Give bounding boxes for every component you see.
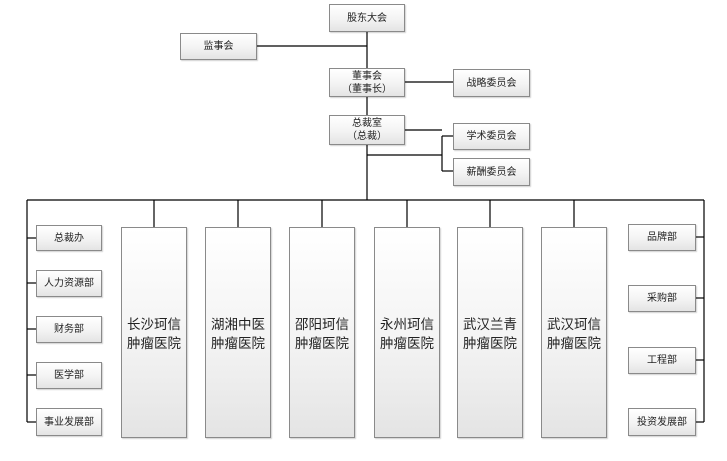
right-dept-label: 投资发展部 <box>637 416 687 428</box>
right-dept-node: 工程部 <box>628 347 696 374</box>
hospital-name: 湖湘中医 <box>211 317 265 333</box>
hospital-node: 湖湘中医 肿瘤医院 <box>205 227 271 438</box>
left-dept-node: 事业发展部 <box>36 408 102 436</box>
hospital-node: 邵阳珂信 肿瘤医院 <box>289 227 355 438</box>
hospital-node: 永州珂信 肿瘤医院 <box>374 227 440 438</box>
president-sublabel: （总裁） <box>347 131 387 142</box>
academic-committee-label: 学术委员会 <box>466 131 517 142</box>
hospital-name: 长沙珂信 <box>127 317 181 333</box>
left-dept-node: 财务部 <box>36 316 102 343</box>
hospital-type: 肿瘤医院 <box>295 336 349 352</box>
hospital-node: 武汉兰青 肿瘤医院 <box>457 227 523 438</box>
right-dept-node: 品牌部 <box>628 224 696 251</box>
hospital-type: 肿瘤医院 <box>547 336 601 352</box>
left-dept-node: 总裁办 <box>36 225 102 251</box>
hospital-type: 肿瘤医院 <box>463 336 517 352</box>
shareholders-label: 股东大会 <box>347 12 387 24</box>
supervisors-label: 监事会 <box>203 41 234 52</box>
president-label: 总裁室 <box>352 118 382 129</box>
compensation-committee-label: 薪酬委员会 <box>466 166 517 178</box>
right-dept-label: 品牌部 <box>647 232 677 243</box>
left-dept-node: 医学部 <box>36 362 102 389</box>
supervisors-node: 监事会 <box>180 33 257 60</box>
hospital-type: 肿瘤医院 <box>211 336 265 352</box>
hospital-name: 武汉兰青 <box>463 317 517 333</box>
strategy-committee-label: 战略委员会 <box>466 77 517 89</box>
left-dept-node: 人力资源部 <box>36 270 102 297</box>
hospital-node: 武汉珂信 肿瘤医院 <box>541 227 607 438</box>
left-dept-label: 医学部 <box>54 370 84 381</box>
board-node: 董事会 （董事长） <box>329 68 405 97</box>
hospital-type: 肿瘤医院 <box>380 336 434 352</box>
right-dept-node: 采购部 <box>628 285 696 312</box>
hospital-name: 武汉珂信 <box>547 317 601 333</box>
hospital-type: 肿瘤医院 <box>127 336 181 352</box>
right-dept-node: 投资发展部 <box>628 408 696 436</box>
hospital-name: 永州珂信 <box>380 317 434 333</box>
board-label: 董事会 <box>352 70 382 82</box>
academic-committee-node: 学术委员会 <box>453 123 530 150</box>
compensation-committee-node: 薪酬委员会 <box>453 158 530 186</box>
left-dept-label: 事业发展部 <box>44 416 94 428</box>
strategy-committee-node: 战略委员会 <box>453 69 530 97</box>
board-sublabel: （董事长） <box>342 83 392 95</box>
hospital-node: 长沙珂信 肿瘤医院 <box>121 227 187 438</box>
left-dept-label: 财务部 <box>54 324 84 335</box>
right-dept-label: 采购部 <box>647 293 677 304</box>
hospital-name: 邵阳珂信 <box>295 317 349 333</box>
president-node: 总裁室 （总裁） <box>329 115 405 145</box>
left-dept-label: 总裁办 <box>54 232 84 244</box>
left-dept-label: 人力资源部 <box>44 278 94 289</box>
right-dept-label: 工程部 <box>647 355 677 366</box>
shareholders-node: 股东大会 <box>329 4 405 32</box>
